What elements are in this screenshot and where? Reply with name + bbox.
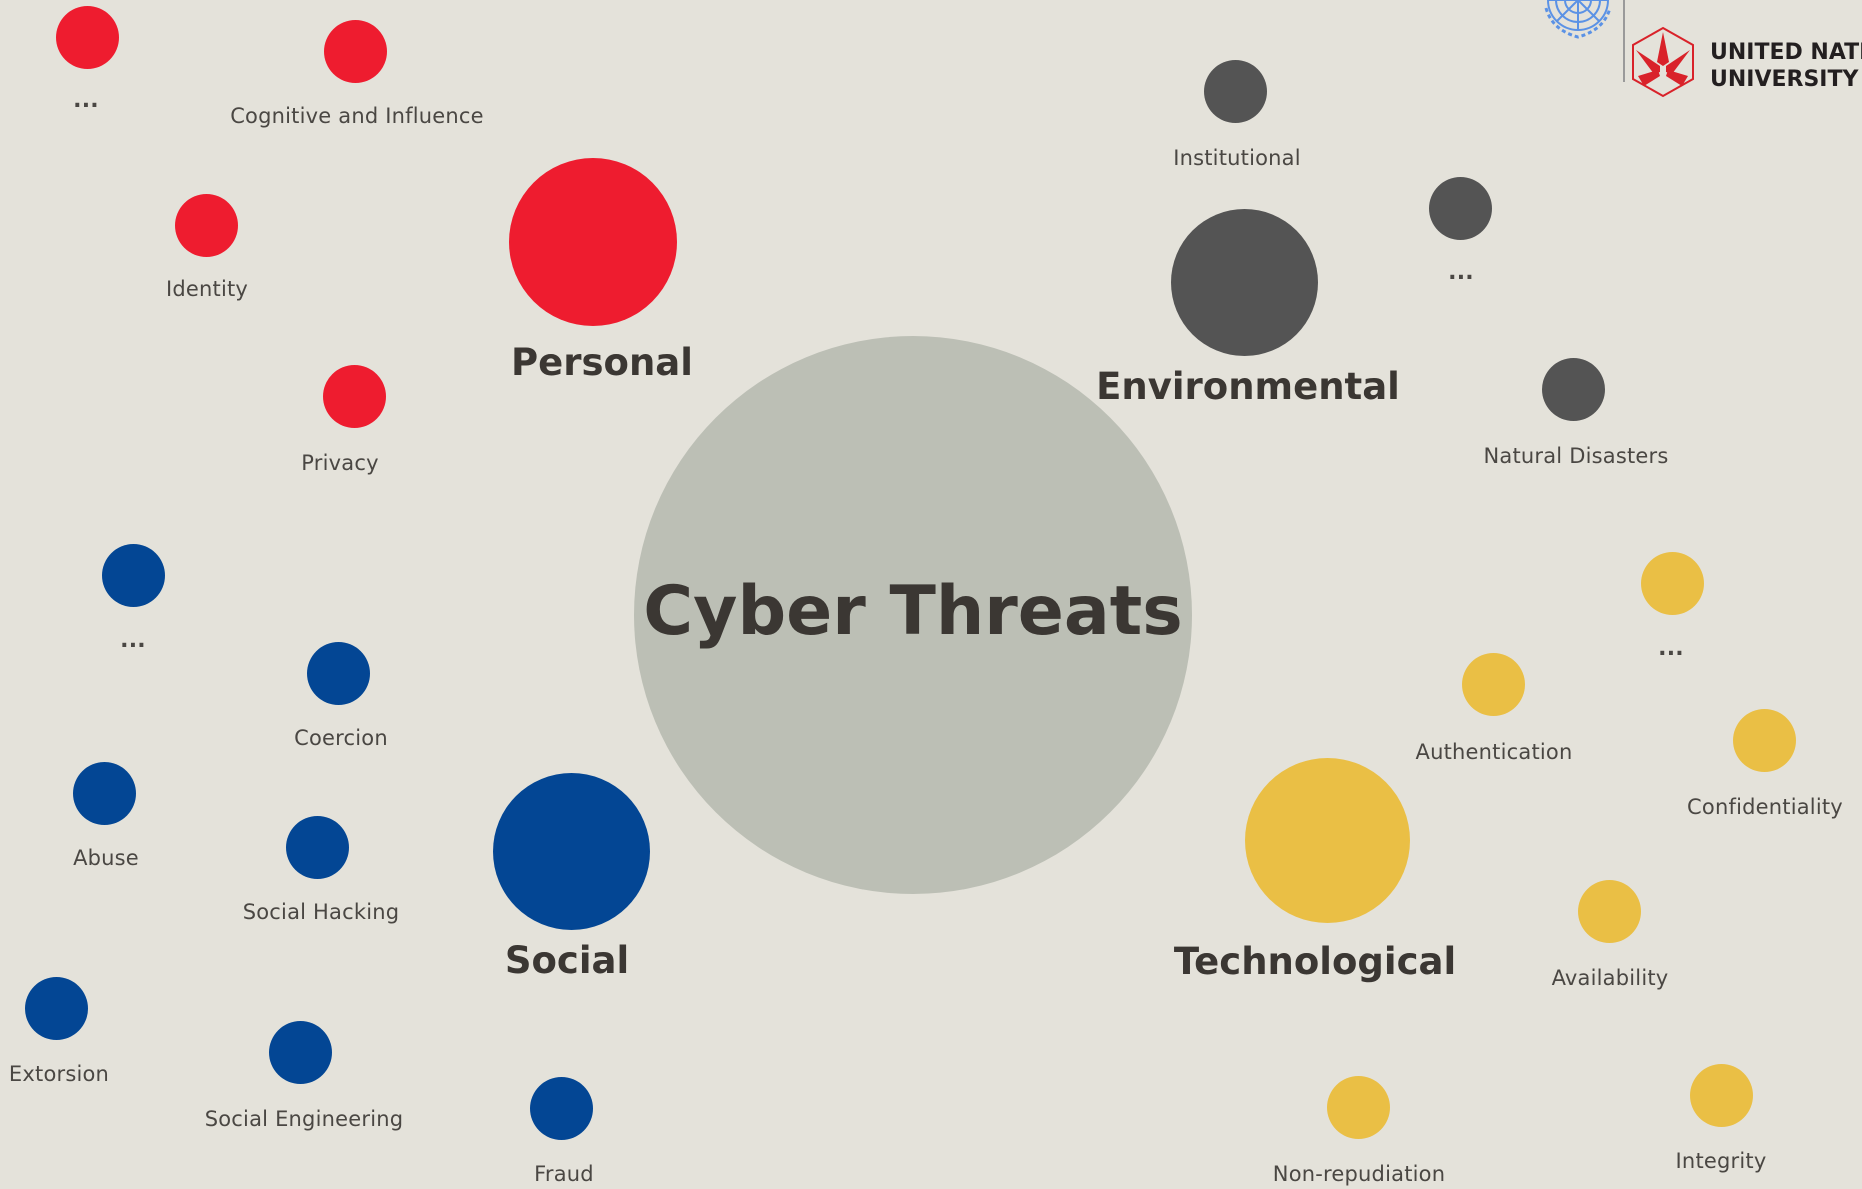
personal-item-dot: [56, 6, 119, 69]
technological-item-dot: [1641, 552, 1704, 615]
technological-item-label: Availability: [1551, 966, 1669, 990]
social-item-label: Coercion: [294, 726, 388, 750]
technological-item-label: Integrity: [1675, 1149, 1767, 1173]
technological-item-dot: [1733, 709, 1796, 772]
technological-item-label: Authentication: [1415, 740, 1573, 764]
logo-line-1: UNITED NATIONS: [1710, 40, 1862, 65]
unu-logo: UNITED NATIONS UNIVERSITY: [1538, 0, 1862, 100]
technological-item-dot: [1462, 653, 1525, 716]
environmental-category-label: Environmental: [1096, 365, 1400, 408]
environmental-item-dot: [1429, 177, 1492, 240]
technological-category-label: Technological: [1173, 940, 1457, 983]
personal-item-label: Cognitive and Influence: [230, 104, 484, 128]
technological-item-dot: [1690, 1064, 1753, 1127]
personal-item-dot: [323, 365, 386, 428]
social-item-dot: [73, 762, 136, 825]
environmental-item-label: Institutional: [1173, 146, 1301, 170]
social-item-label: Fraud: [534, 1162, 594, 1186]
social-hub-circle: [493, 773, 650, 930]
social-category-label: Social: [504, 939, 630, 982]
social-item-dot: [25, 977, 88, 1040]
environmental-item-dot: [1204, 60, 1267, 123]
center-circle: [634, 336, 1192, 894]
logo-divider: [1623, 0, 1625, 82]
social-item-label: Abuse: [73, 846, 139, 870]
personal-item-label: ...: [73, 88, 99, 113]
social-item-dot: [286, 816, 349, 879]
personal-item-dot: [175, 194, 238, 257]
unu-cube-icon: [1632, 26, 1694, 98]
technological-item-dot: [1578, 880, 1641, 943]
personal-item-label: Privacy: [301, 451, 379, 475]
personal-hub-circle: [509, 158, 677, 326]
social-item-label: Social Hacking: [242, 900, 400, 924]
technological-hub-circle: [1245, 758, 1410, 923]
personal-item-label: Identity: [165, 277, 249, 301]
un-emblem-icon: [1544, 0, 1612, 39]
social-item-dot: [530, 1077, 593, 1140]
technological-item-label: ...: [1658, 636, 1684, 661]
technological-item-label: Confidentiality: [1687, 795, 1843, 819]
environmental-item-label: Natural Disasters: [1483, 444, 1669, 468]
social-item-dot: [102, 544, 165, 607]
technological-item-label: Non-repudiation: [1272, 1162, 1446, 1186]
center-title: Cyber Threats: [643, 572, 1183, 651]
logo-line-2: UNIVERSITY: [1710, 67, 1859, 92]
environmental-hub-circle: [1171, 209, 1318, 356]
personal-item-dot: [324, 20, 387, 83]
social-item-label: Extorsion: [8, 1062, 110, 1086]
social-item-label: Social Engineering: [204, 1107, 404, 1131]
environmental-item-dot: [1542, 358, 1605, 421]
social-item-label: ...: [120, 628, 146, 653]
social-item-dot: [269, 1021, 332, 1084]
social-item-dot: [307, 642, 370, 705]
technological-item-dot: [1327, 1076, 1390, 1139]
environmental-item-label: ...: [1448, 260, 1474, 285]
personal-category-label: Personal: [511, 341, 693, 384]
